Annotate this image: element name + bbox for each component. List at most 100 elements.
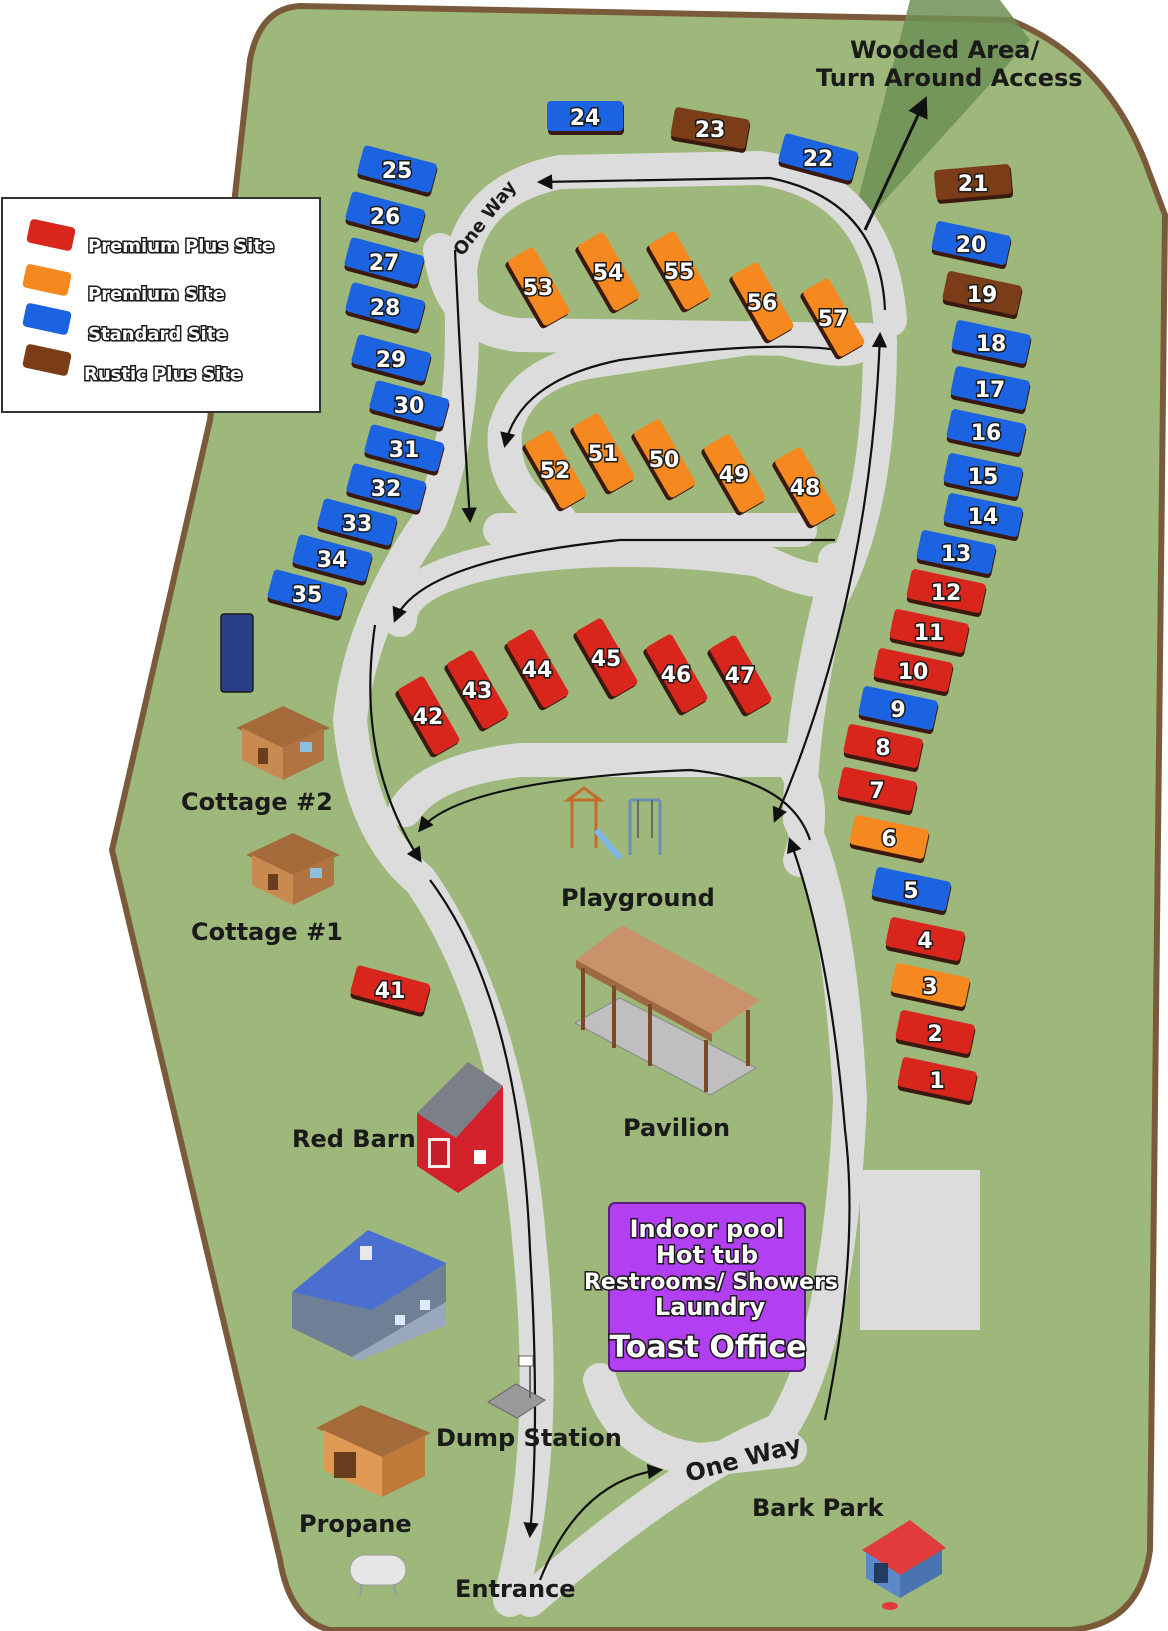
site-13: 13	[916, 530, 997, 578]
playground-label: Playground	[561, 884, 715, 912]
site-3: 3	[890, 963, 971, 1011]
site-number: 24	[570, 106, 601, 131]
site-pad	[346, 463, 426, 511]
site-number: 8	[875, 736, 890, 761]
site-pad	[704, 434, 766, 513]
parking-pad	[860, 1170, 980, 1330]
site-pad	[344, 237, 424, 285]
site-number: 56	[747, 291, 778, 316]
site-number: 17	[975, 378, 1006, 403]
office-info-box: Indoor pool Hot tub Restrooms/ Showers L…	[582, 1202, 840, 1372]
office-line-1: Indoor pool	[630, 1215, 785, 1243]
site-number: 42	[413, 705, 444, 730]
site-44: 44	[504, 629, 569, 711]
site-pad	[889, 609, 969, 653]
site-number: 34	[317, 548, 348, 573]
site-51: 51	[570, 413, 635, 495]
site-number: 51	[588, 442, 619, 467]
site-number: 14	[968, 505, 999, 530]
site-pad	[871, 867, 951, 911]
site-number: 55	[664, 260, 695, 285]
site-pad	[858, 686, 938, 730]
site-8: 8	[843, 724, 924, 772]
site-pad	[547, 101, 623, 131]
site-pad	[943, 493, 1023, 537]
site-57: 57	[800, 278, 865, 360]
legend-swatch-premium	[22, 264, 72, 296]
site-46: 46	[643, 634, 708, 716]
site-pad	[890, 963, 970, 1007]
site-number: 25	[382, 159, 413, 184]
legend-item-premium-plus: Premium Plus Site	[26, 219, 276, 259]
site-52: 52	[522, 430, 587, 512]
site-9: 9	[858, 686, 939, 734]
site-18: 18	[951, 320, 1032, 368]
propane-label: Propane	[299, 1510, 412, 1538]
site-54: 54	[575, 232, 640, 314]
site-6: 6	[849, 815, 930, 863]
site-50: 50	[631, 419, 696, 501]
site-number: 33	[342, 512, 373, 537]
dump-station-label: Dump Station	[436, 1424, 622, 1452]
wooded-area-label-1: Wooded Area/	[850, 36, 1039, 64]
site-number: 12	[931, 581, 962, 606]
toast-office-building	[292, 1230, 446, 1362]
site-number: 49	[719, 463, 750, 488]
legend-label-premium-plus: Premium Plus Site	[88, 236, 274, 257]
site-21: 21	[934, 164, 1014, 204]
site-pad	[507, 629, 569, 708]
office-line-3: Restrooms/ Showers	[584, 1270, 838, 1295]
site-number: 4	[917, 929, 932, 954]
site-pad	[775, 447, 837, 526]
site-pad	[873, 648, 953, 692]
site-28: 28	[345, 282, 426, 334]
site-pad	[447, 650, 509, 729]
site-26: 26	[345, 191, 426, 243]
site-42: 42	[395, 676, 460, 758]
site-pad	[916, 530, 996, 574]
rv-pad	[220, 613, 254, 693]
site-number: 45	[591, 647, 622, 672]
office-box	[608, 1202, 806, 1372]
campsites: 1234567891011121314151617181920212223242…	[267, 101, 1032, 1105]
site-pad	[710, 635, 772, 714]
site-number: 21	[958, 172, 989, 197]
site-number: 41	[375, 979, 406, 1004]
site-number: 6	[881, 827, 896, 852]
site-pad	[267, 569, 347, 617]
site-number: 11	[914, 621, 945, 646]
site-29: 29	[351, 334, 432, 386]
site-pad	[732, 262, 794, 341]
site-pad	[934, 164, 1012, 200]
legend-item-rustic-plus: Rustic Plus Site	[22, 344, 244, 387]
site-30: 30	[369, 380, 450, 432]
site-pad	[578, 232, 640, 311]
site-32: 32	[346, 463, 427, 515]
legend-label-standard: Standard Site	[88, 324, 228, 345]
propane-shed	[316, 1405, 431, 1497]
site-number: 3	[922, 975, 937, 1000]
site-pad	[646, 634, 708, 713]
site-47: 47	[707, 635, 772, 717]
legend-swatch-premium-plus	[26, 219, 76, 251]
site-pad	[508, 247, 570, 326]
site-number: 44	[522, 658, 553, 683]
site-pad	[525, 430, 587, 509]
site-pad	[951, 320, 1031, 364]
site-number: 43	[462, 679, 493, 704]
wooded-area-label-2: Turn Around Access	[816, 64, 1083, 92]
site-35: 35	[267, 569, 348, 621]
site-45: 45	[573, 618, 638, 700]
site-7: 7	[837, 767, 918, 815]
site-56: 56	[729, 262, 794, 344]
site-number: 16	[971, 421, 1002, 446]
site-25: 25	[357, 145, 438, 197]
office-line-2: Hot tub	[656, 1241, 758, 1269]
site-55: 55	[646, 231, 711, 313]
site-pad	[292, 534, 372, 582]
wooded-area-arrow	[863, 96, 928, 231]
cottage-1-label: Cottage #1	[191, 918, 343, 946]
site-pad	[950, 366, 1030, 410]
site-pad	[946, 409, 1026, 453]
site-15: 15	[943, 453, 1024, 501]
